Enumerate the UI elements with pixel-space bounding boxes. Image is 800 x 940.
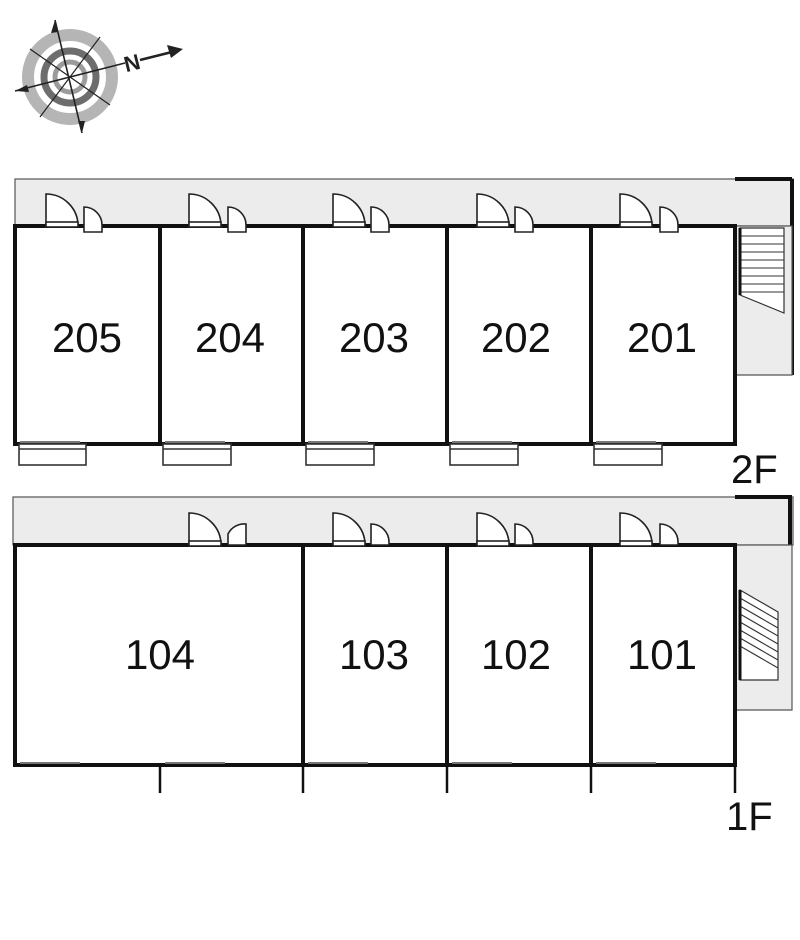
balconies-2f: [18, 443, 663, 466]
door-icon: [188, 512, 247, 547]
unit-label-203: 203: [339, 314, 409, 361]
unit-label-103: 103: [339, 631, 409, 678]
unit-label-201: 201: [627, 314, 697, 361]
floor-1f: 104 103 102 101 1F: [12, 495, 794, 839]
floor-label-2f: 2F: [731, 448, 778, 492]
floor-label-1f: 1F: [726, 795, 773, 839]
door-icon: [476, 193, 534, 233]
door-icon: [332, 193, 390, 233]
door-icon: [188, 193, 247, 233]
compass-north-label: N: [121, 49, 142, 77]
north-arrow-icon: [139, 45, 183, 62]
staircase-2f: [738, 227, 785, 314]
door-icon: [619, 512, 679, 547]
unit-label-202: 202: [481, 314, 551, 361]
door-icon: [619, 193, 679, 233]
unit-label-101: 101: [627, 631, 697, 678]
compass-rose-icon: [14, 19, 126, 134]
unit-label-205: 205: [52, 314, 122, 361]
door-icon: [332, 512, 390, 547]
staircase-1f: [738, 588, 779, 681]
unit-label-204: 204: [195, 314, 265, 361]
floor-2f: 205 204 203 202 201 2F: [13, 177, 794, 492]
unit-label-102: 102: [481, 631, 551, 678]
unit-label-104: 104: [125, 631, 195, 678]
door-icon: [45, 193, 103, 233]
rooms-block-1f: [13, 543, 737, 767]
door-icon: [476, 512, 534, 547]
